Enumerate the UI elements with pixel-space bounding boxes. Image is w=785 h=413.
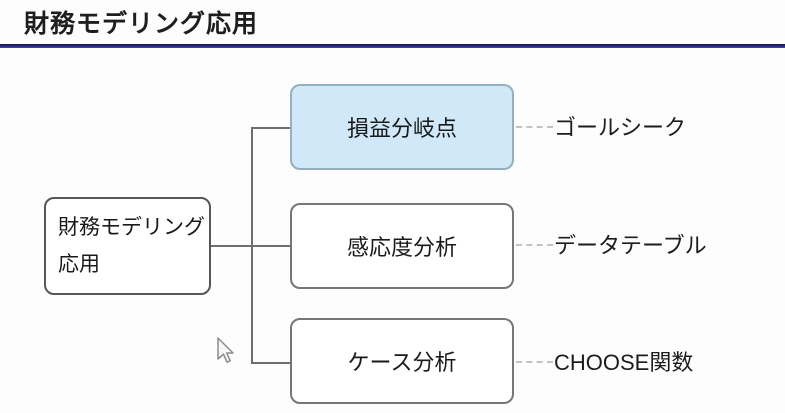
dotted-connector-goal-seek	[516, 126, 553, 128]
node-break-even-point: 損益分岐点	[290, 84, 514, 170]
label-data-table: データテーブル	[554, 233, 707, 258]
node-root-label-line2: 応用	[58, 253, 100, 276]
connector-branch-bottom	[253, 362, 290, 364]
node-root-label-line1: 財務モデリング	[58, 216, 205, 239]
label-choose-function: CHOOSE関数	[554, 350, 694, 375]
connector-root-to-trunk	[210, 245, 290, 247]
title-underline	[0, 44, 785, 48]
label-goal-seek: ゴールシーク	[554, 115, 687, 140]
dotted-connector-choose-function	[516, 361, 553, 363]
node-financial-modeling-advanced: 財務モデリング 応用	[44, 197, 211, 295]
node-case-analysis: ケース分析	[290, 318, 514, 404]
slide-title: 財務モデリング応用	[24, 10, 259, 38]
mouse-cursor-arrow-icon	[216, 337, 236, 365]
dotted-connector-data-table	[516, 244, 553, 246]
node-sensitivity-analysis: 感応度分析	[290, 203, 514, 289]
connector-branch-top	[253, 127, 290, 129]
connector-trunk-vertical	[251, 127, 253, 364]
